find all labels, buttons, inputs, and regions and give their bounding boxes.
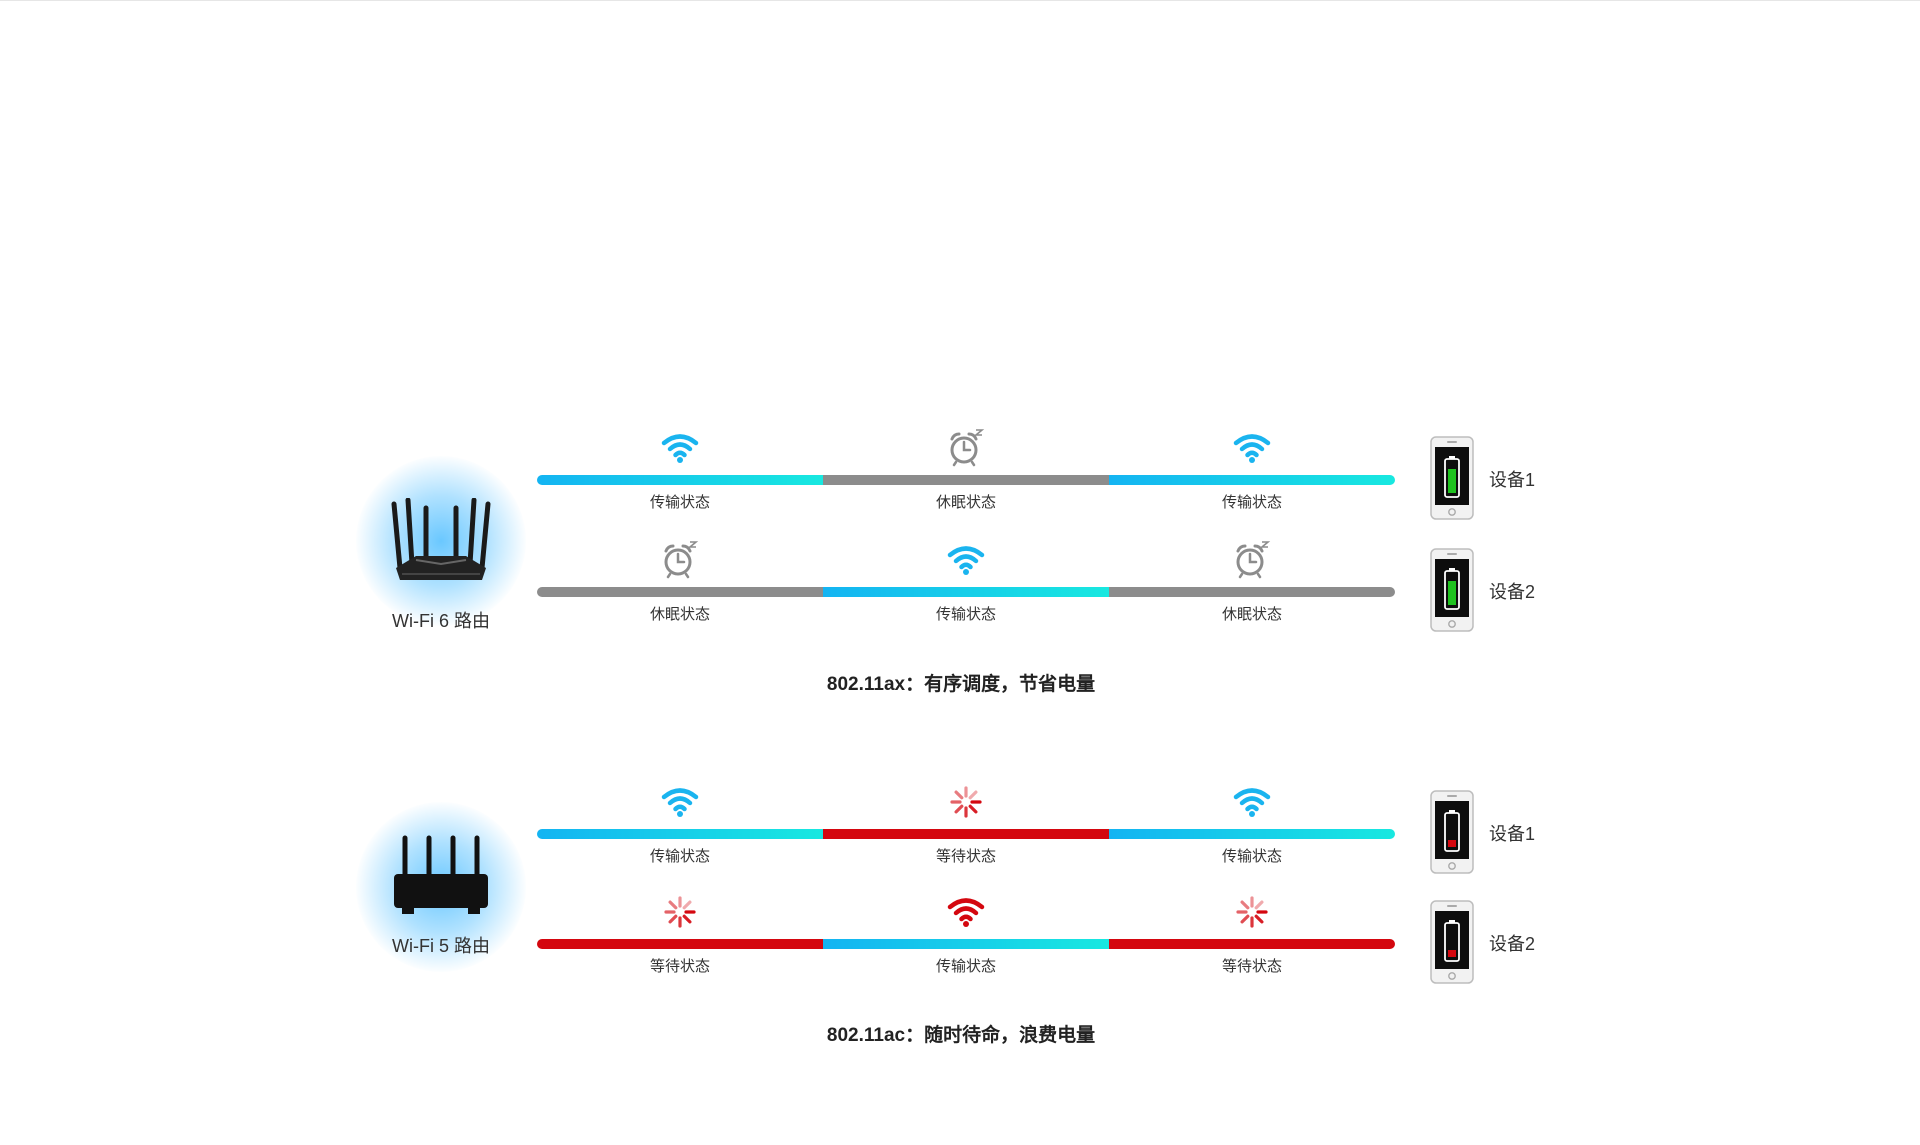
loading-spinner-icon xyxy=(1232,892,1272,932)
segment-state-label: 传输状态 xyxy=(1182,491,1322,512)
wifi-icon xyxy=(660,428,700,468)
segment-state-label: 传输状态 xyxy=(610,845,750,866)
segment-state-label: 传输状态 xyxy=(896,955,1036,976)
wifi-icon xyxy=(946,540,986,580)
timeline-segment-transmit xyxy=(1109,475,1395,485)
comparison-caption: 802.11ac：随时待命，浪费电量 xyxy=(661,1020,1261,1047)
loading-spinner-icon xyxy=(946,782,986,822)
timeline-segment-sleep xyxy=(1109,587,1395,597)
comparison-caption: 802.11ax：有序调度，节省电量 xyxy=(661,669,1261,696)
wifi-icon xyxy=(1232,782,1272,822)
device-label: 设备1 xyxy=(1489,466,1535,492)
loading-spinner-icon xyxy=(660,892,700,932)
alarm-clock-icon xyxy=(946,428,986,468)
segment-state-label: 休眠状态 xyxy=(896,491,1036,512)
timeline-segment-wait xyxy=(1109,939,1395,949)
segment-state-label: 休眠状态 xyxy=(610,603,750,624)
timeline-segment-sleep xyxy=(823,475,1109,485)
segment-state-label: 传输状态 xyxy=(896,603,1036,624)
device-label: 设备1 xyxy=(1489,820,1535,846)
device-label: 设备2 xyxy=(1489,930,1535,956)
device-label: 设备2 xyxy=(1489,578,1535,604)
timeline-segment-transmit xyxy=(537,475,823,485)
device1-timeline: 设备1 传输状态 等待状态 传输状态 xyxy=(0,782,1920,892)
wifi-icon xyxy=(660,782,700,822)
device-phone-icon xyxy=(1430,548,1474,632)
timeline-segment-transmit xyxy=(823,587,1109,597)
segment-state-label: 等待状态 xyxy=(1182,955,1322,976)
timeline-segment-transmit xyxy=(537,829,823,839)
timeline-segment-transmit xyxy=(1109,829,1395,839)
wifi6-section: Wi-Fi 6 路由 设备1 传输状态休眠状态传输状态 设备2 休眠状态传输状态… xyxy=(0,428,1920,758)
timeline-segment-wait xyxy=(537,939,823,949)
segment-state-label: 传输状态 xyxy=(610,491,750,512)
top-divider xyxy=(0,0,1920,1)
segment-state-label: 等待状态 xyxy=(896,845,1036,866)
wifi-icon xyxy=(946,892,986,932)
device-phone-icon xyxy=(1430,790,1474,874)
device-phone-icon xyxy=(1430,436,1474,520)
wifi-icon xyxy=(1232,428,1272,468)
device-phone-icon xyxy=(1430,900,1474,984)
device1-timeline: 设备1 传输状态 休眠状态 传输状态 xyxy=(0,428,1920,538)
timeline-segment-wait xyxy=(823,829,1109,839)
device2-timeline: 设备2 等待状态 传输状态 等待状态 xyxy=(0,892,1920,1002)
timeline-segment-transmit xyxy=(823,939,1109,949)
alarm-clock-icon xyxy=(660,540,700,580)
segment-state-label: 休眠状态 xyxy=(1182,603,1322,624)
segment-state-label: 传输状态 xyxy=(1182,845,1322,866)
timeline-segment-sleep xyxy=(537,587,823,597)
wifi5-section: Wi-Fi 5 路由 设备1 传输状态等待状态传输状态 设备2 等待状态传输状态… xyxy=(0,782,1920,1112)
segment-state-label: 等待状态 xyxy=(610,955,750,976)
alarm-clock-icon xyxy=(1232,540,1272,580)
device2-timeline: 设备2 休眠状态 传输状态 休眠状态 xyxy=(0,540,1920,650)
